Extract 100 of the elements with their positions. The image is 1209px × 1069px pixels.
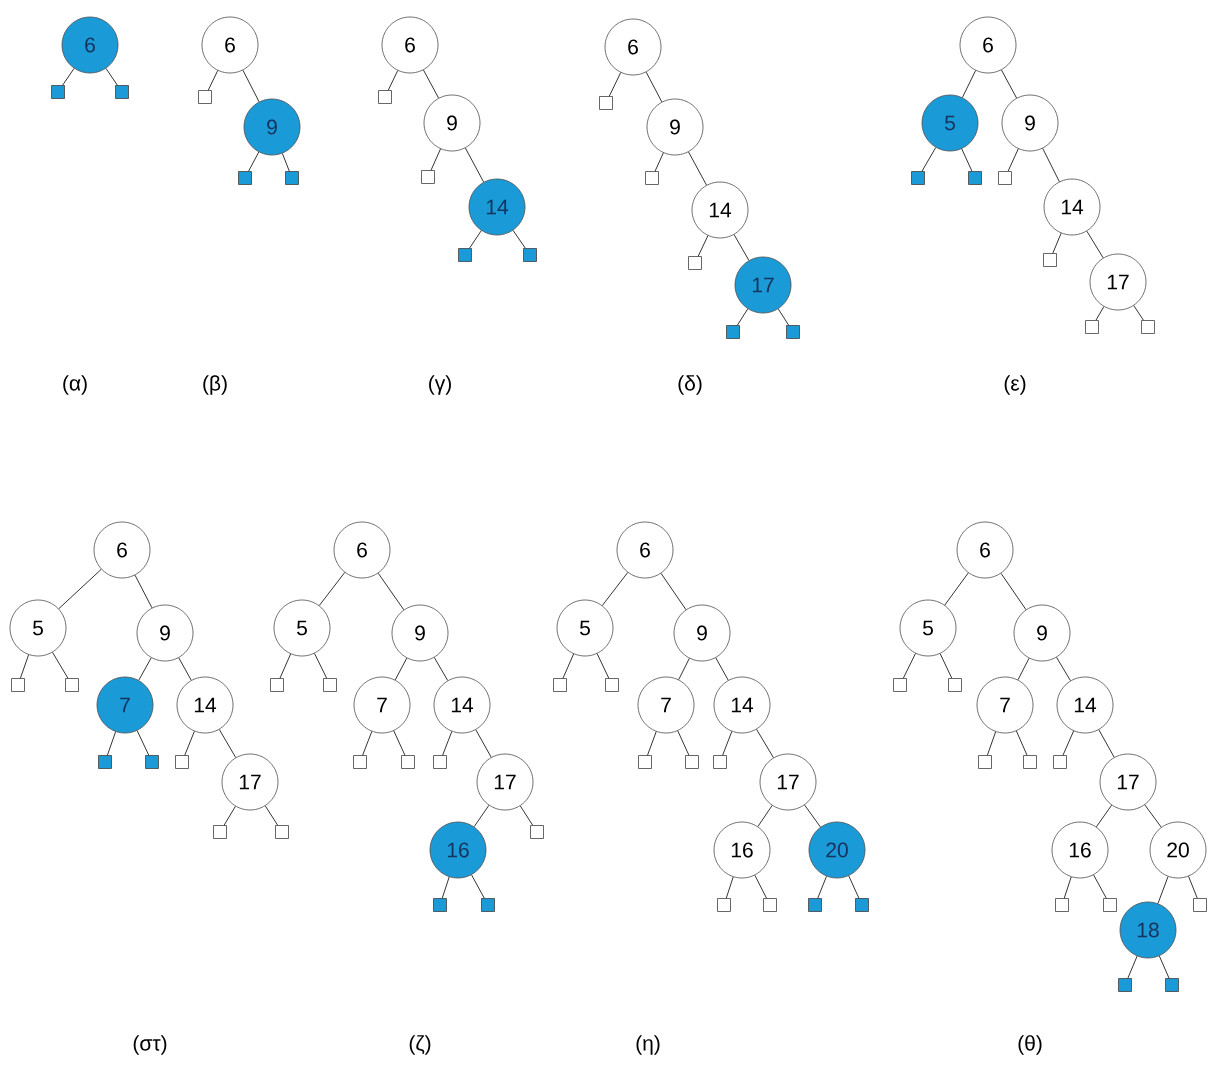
tree-edge bbox=[817, 876, 827, 899]
tree-edge bbox=[645, 71, 663, 103]
leaf-square bbox=[65, 678, 79, 692]
leaf-square bbox=[433, 898, 447, 912]
tree-edge bbox=[377, 572, 405, 611]
leaf-square bbox=[1118, 978, 1132, 992]
leaf-square bbox=[553, 678, 567, 692]
tree-edge bbox=[1144, 804, 1162, 828]
tree-edge bbox=[737, 308, 749, 326]
tree-edge bbox=[52, 652, 69, 679]
tree-edge bbox=[944, 572, 969, 606]
tree-edge bbox=[1188, 876, 1198, 899]
leaf-square bbox=[1193, 898, 1207, 912]
tree-edge bbox=[647, 731, 657, 756]
tree-edge bbox=[562, 653, 574, 679]
leaf-square bbox=[638, 755, 652, 769]
leaf-square bbox=[98, 755, 112, 769]
leaf-square bbox=[1165, 978, 1179, 992]
leaf-square bbox=[998, 171, 1012, 185]
tree-edge bbox=[677, 730, 690, 756]
panel-label: (στ) bbox=[133, 1035, 167, 1055]
tree-edge bbox=[393, 730, 406, 756]
tree-edge bbox=[1062, 730, 1074, 756]
tree-edge bbox=[394, 657, 408, 681]
leaf-square bbox=[323, 678, 337, 692]
leaf-square bbox=[1055, 898, 1069, 912]
leaf-square bbox=[968, 171, 982, 185]
tree-edge bbox=[58, 568, 102, 610]
tree-edge bbox=[660, 573, 687, 610]
tree-edge bbox=[20, 654, 29, 679]
leaf-square bbox=[175, 755, 189, 769]
leaf-square bbox=[605, 678, 619, 692]
tree-edge bbox=[1016, 730, 1028, 756]
tree-edge bbox=[608, 72, 622, 97]
tree-edge bbox=[107, 731, 116, 756]
tree-edge bbox=[601, 572, 629, 606]
tree-edge bbox=[178, 657, 192, 681]
tree-edge bbox=[423, 69, 439, 99]
leaf-square bbox=[530, 825, 544, 839]
panel-label: (η) bbox=[636, 1035, 660, 1055]
tree-edge bbox=[756, 729, 774, 759]
leaf-square bbox=[198, 90, 212, 104]
tree-edge bbox=[697, 235, 709, 257]
tree-edge bbox=[134, 574, 153, 609]
tree-edge bbox=[596, 653, 610, 679]
leaf-square bbox=[145, 755, 159, 769]
tree-edge bbox=[62, 68, 75, 86]
leaf-square bbox=[1023, 755, 1037, 769]
panel-label: (θ) bbox=[1018, 1035, 1042, 1055]
leaf-square bbox=[978, 755, 992, 769]
tree-edge bbox=[688, 151, 707, 186]
tree-edge bbox=[138, 657, 152, 681]
tree-edge bbox=[903, 653, 916, 679]
tree-edge bbox=[314, 653, 327, 679]
leaf-square bbox=[270, 678, 284, 692]
leaf-square bbox=[238, 171, 252, 185]
leaf-square bbox=[433, 755, 447, 769]
leaf-square bbox=[855, 898, 869, 912]
tree-edge bbox=[1158, 955, 1170, 979]
tree-edge bbox=[318, 572, 346, 606]
leaf-square bbox=[685, 755, 699, 769]
leaf-square bbox=[1085, 320, 1099, 334]
tree-edge bbox=[722, 731, 733, 756]
tree-edge bbox=[715, 657, 729, 681]
tree-edge bbox=[777, 308, 789, 326]
tree-edge bbox=[804, 804, 821, 828]
leaf-square bbox=[285, 171, 299, 185]
leaf-square bbox=[893, 678, 907, 692]
tree-edge bbox=[961, 148, 973, 172]
leaf-square bbox=[1103, 898, 1117, 912]
panel-label: (γ) bbox=[429, 375, 451, 395]
tree-edge bbox=[207, 70, 219, 91]
leaf-square bbox=[688, 256, 702, 270]
leaf-square bbox=[458, 248, 472, 262]
leaf-square bbox=[948, 678, 962, 692]
tree-edge bbox=[387, 70, 399, 91]
leaf-square bbox=[786, 325, 800, 339]
leaf-square bbox=[421, 170, 435, 184]
tree-edge bbox=[725, 876, 734, 899]
tree-edge bbox=[1133, 305, 1144, 321]
tree-edge bbox=[1001, 69, 1017, 99]
tree-edge bbox=[1127, 955, 1138, 979]
tree-edge bbox=[1063, 876, 1072, 899]
leaf-square bbox=[726, 325, 740, 339]
tree-edge bbox=[1098, 729, 1115, 758]
panel-label: (β) bbox=[203, 375, 227, 395]
leaf-square bbox=[763, 898, 777, 912]
leaf-square bbox=[51, 85, 65, 99]
tree-edge bbox=[430, 148, 441, 171]
panel-label: (ε) bbox=[1004, 375, 1026, 395]
tree-edge bbox=[1056, 657, 1071, 682]
leaf-square bbox=[401, 755, 415, 769]
tree-edge bbox=[1052, 232, 1062, 254]
tree-edge bbox=[512, 230, 526, 249]
tree-edge bbox=[218, 729, 237, 758]
tree-edge bbox=[921, 147, 937, 172]
leaf-square bbox=[11, 678, 25, 692]
tree-edge bbox=[264, 805, 278, 826]
tree-edge bbox=[939, 653, 953, 679]
tree-edge bbox=[465, 147, 484, 183]
